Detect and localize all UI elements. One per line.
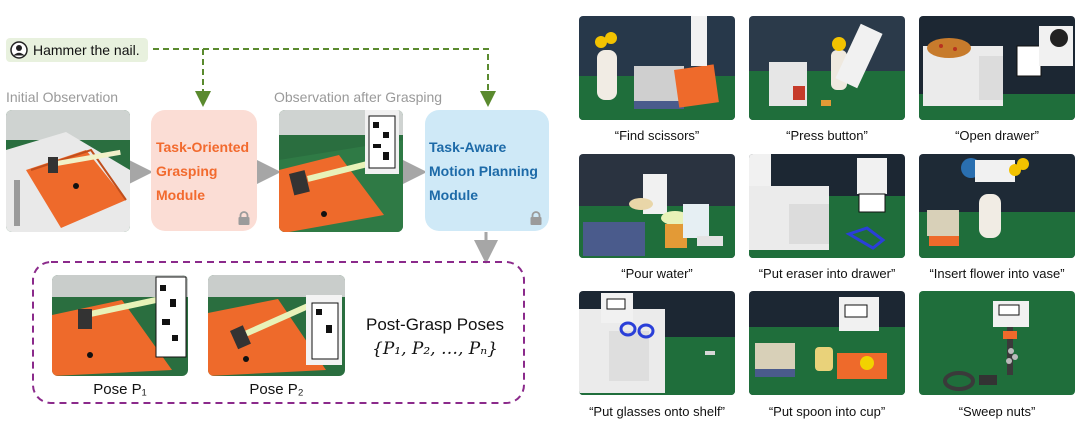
pipeline-connectors	[32, 48, 525, 404]
motion-module-line-1: Task-Aware	[429, 138, 507, 155]
motion-module-line-3: Module	[429, 186, 478, 203]
pose-2-caption: Pose P₂	[249, 381, 304, 398]
observation-after-grasping-label: Observation after Grasping	[274, 89, 443, 105]
task-caption-sweep-nuts: “Sweep nuts”	[958, 404, 1036, 419]
task-caption-put-eraser-into-drawer: “Put eraser into drawer”	[758, 266, 896, 281]
observation-after-grasping-image	[279, 110, 403, 232]
lock-icon	[530, 211, 542, 225]
user-icon	[10, 41, 28, 59]
grasping-module-line-1: Task-Oriented	[156, 138, 250, 155]
motion-module-line-2: Motion Planning	[429, 162, 538, 179]
task-aware-motion-planning-module: Task-Aware Motion Planning Module	[425, 110, 549, 231]
task-image-find-scissors	[579, 16, 735, 120]
instruction-text: Hammer the nail.	[33, 42, 140, 58]
task-image-put-eraser-into-drawer	[749, 154, 905, 258]
task-image-insert-flower-into-vase	[919, 154, 1075, 258]
task-image-sweep-nuts	[919, 291, 1075, 395]
task-caption-open-drawer: “Open drawer”	[955, 128, 1039, 143]
pose-1-image	[52, 275, 188, 376]
task-caption-put-glasses-onto-shelf: “Put glasses onto shelf”	[589, 404, 725, 419]
task-image-open-drawer	[919, 16, 1075, 120]
grasping-module-line-2: Grasping	[156, 162, 218, 179]
task-caption-pour-water: “Pour water”	[621, 266, 693, 281]
task-oriented-grasping-module: Task-Oriented Grasping Module	[151, 110, 257, 231]
lock-icon	[238, 211, 250, 225]
initial-observation-image	[6, 110, 130, 232]
initial-observation-label: Initial Observation	[6, 89, 119, 105]
post-grasp-poses-box	[32, 261, 525, 404]
instruction-arrow-to-motion	[153, 48, 496, 107]
task-caption-insert-flower-into-vase: “Insert flower into vase”	[929, 266, 1065, 281]
task-caption-find-scissors: “Find scissors”	[614, 128, 700, 143]
post-grasp-poses-set: {P₁, P₂, …, Pₙ}	[372, 339, 498, 359]
task-image-press-button	[749, 16, 905, 120]
grasping-module-line-3: Module	[156, 186, 205, 203]
task-caption-press-button: “Press button”	[786, 128, 868, 143]
pose-1-caption: Pose P₁	[93, 381, 147, 398]
pose-2-image	[208, 275, 345, 376]
task-image-pour-water	[579, 154, 735, 258]
task-image-put-spoon-into-cup	[749, 291, 905, 395]
task-caption-put-spoon-into-cup: “Put spoon into cup”	[768, 404, 886, 419]
instruction-pill: Hammer the nail.	[6, 38, 148, 62]
task-image-put-glasses-onto-shelf	[579, 291, 735, 395]
post-grasp-poses-title: Post-Grasp Poses	[366, 315, 504, 334]
